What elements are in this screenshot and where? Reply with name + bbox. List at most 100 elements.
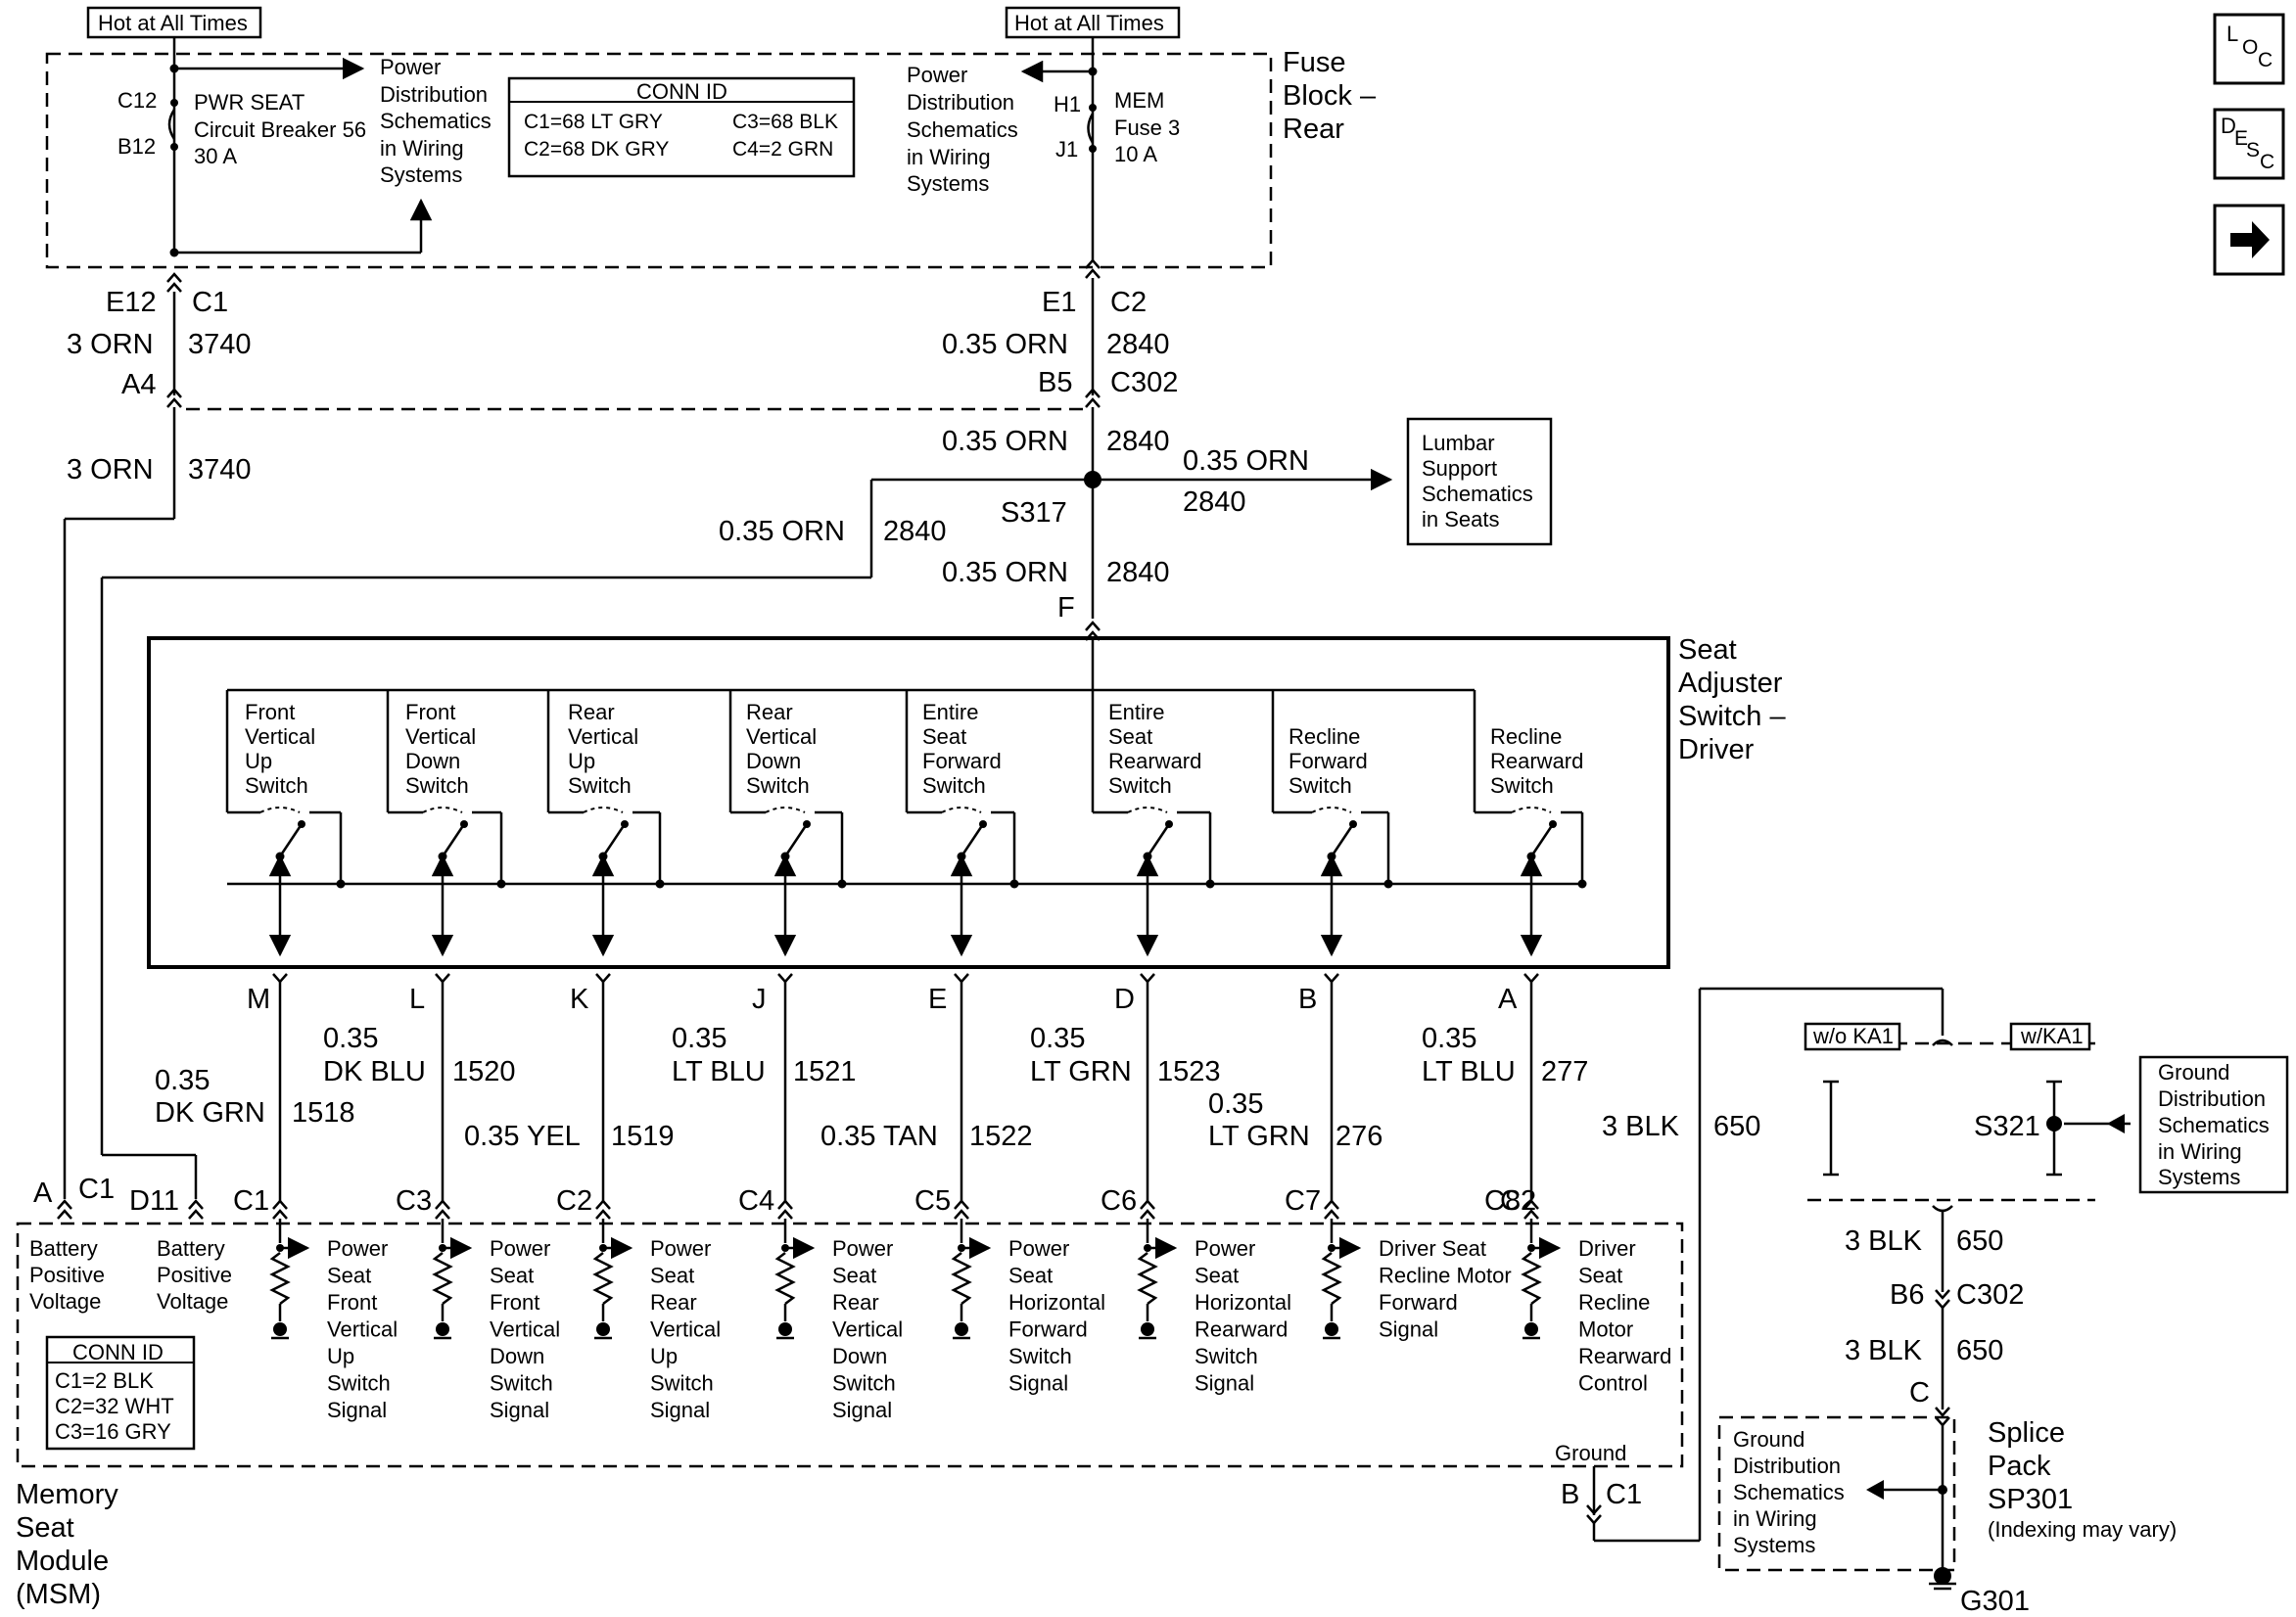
msm-signal-label: Down — [832, 1344, 887, 1368]
msm-input-pin: C7 — [1285, 1185, 1321, 1217]
svg-text:Systems: Systems — [2158, 1165, 2240, 1189]
switch-label-line: Vertical — [746, 724, 817, 749]
msm-signal-label: Recline Motor — [1379, 1264, 1512, 1288]
msm-title-3: Module — [16, 1546, 109, 1577]
msm-signal-label: Rearward — [1195, 1317, 1288, 1342]
splice-s321 — [2046, 1116, 2062, 1132]
msm-signal-label: Signal — [650, 1398, 710, 1422]
svg-text:C: C — [2258, 49, 2273, 71]
msm-signal-label: Rearward — [1578, 1344, 1671, 1368]
conn-b6: B6 — [1890, 1279, 1924, 1311]
ground-dist-link-2[interactable]: Ground Distribution Schematics in Wiring… — [1733, 1427, 1845, 1557]
svg-text:Schematics: Schematics — [380, 109, 492, 133]
switch-label-line: Entire — [922, 700, 978, 724]
switch-title-1: Seat — [1678, 634, 1737, 666]
msm-signal-label: Power — [832, 1236, 893, 1261]
power-dist-right[interactable]: Power Distribution Schematics in Wiring … — [907, 63, 1018, 196]
msm-signal-label: Seat — [650, 1264, 694, 1288]
msm-signal-label: Vertical — [327, 1317, 398, 1342]
svg-text:Power: Power — [380, 55, 441, 79]
ground-dist-link-1[interactable]: Ground Distribution Schematics in Wiring… — [2138, 1055, 2289, 1194]
svg-text:O: O — [2242, 36, 2258, 59]
ground-pin-b: B — [1561, 1479, 1579, 1510]
svg-text:L: L — [2226, 22, 2238, 46]
msm-signal-label: Signal — [832, 1398, 892, 1422]
msm-input-pin: C3 — [396, 1185, 432, 1217]
wire-650-num-3: 650 — [1956, 1335, 2003, 1366]
ground-g301-label: G301 — [1960, 1586, 2030, 1617]
seat-adjuster-switch: Seat Adjuster Switch – Driver — [147, 634, 1786, 969]
msm-title-1: Memory — [16, 1479, 118, 1510]
splice-pack-title-1: Splice — [1988, 1417, 2065, 1449]
msm-signal-label: Driver Seat — [1379, 1236, 1486, 1261]
wire-2840-branch-num: 2840 — [883, 516, 947, 547]
circuit-276-color: LT GRN — [1208, 1121, 1310, 1152]
switch-label-line: Vertical — [568, 724, 638, 749]
splice-pack-title-2: Pack — [1988, 1451, 2051, 1482]
msm-outline — [16, 1222, 1684, 1468]
loc-button[interactable]: L O C — [2213, 13, 2285, 85]
breaker-pin-b12: B12 — [117, 134, 156, 159]
svg-text:in Wiring: in Wiring — [380, 136, 464, 161]
fuse-symbol — [1087, 113, 1095, 144]
switch-title-4: Driver — [1678, 734, 1755, 765]
switch-label-line: Forward — [1289, 749, 1368, 773]
switch-label-line: Rearward — [1108, 749, 1201, 773]
msm-input-pin: C2 — [556, 1185, 592, 1217]
switch-label-line: Up — [245, 749, 272, 773]
svg-text:Schematics: Schematics — [1422, 482, 1533, 506]
switch-pin-f: F — [1057, 592, 1075, 624]
svg-text:Distribution: Distribution — [380, 82, 488, 107]
msm-input-pin: C5 — [914, 1185, 951, 1217]
pullup-resistor-icon — [1137, 1252, 1158, 1305]
msm-signal-label: Control — [1578, 1371, 1648, 1396]
ground-icon — [1524, 1322, 1538, 1336]
msm-signal-label: Vertical — [490, 1317, 560, 1342]
msm-signal-label: Signal — [490, 1398, 549, 1422]
desc-button[interactable]: D E S C — [2213, 108, 2285, 180]
fuse-pin-j1: J1 — [1055, 137, 1078, 162]
svg-text:Battery: Battery — [157, 1236, 225, 1261]
svg-text:in Wiring: in Wiring — [1733, 1506, 1817, 1531]
breaker-pin-c12: C12 — [117, 88, 157, 113]
circuit-1522-num: 1522 — [969, 1121, 1033, 1152]
switch-title-2: Adjuster — [1678, 668, 1783, 699]
conn-c302-top: C302 — [1110, 367, 1178, 398]
svg-text:Systems: Systems — [380, 162, 462, 187]
msm-signal-label: Switch — [832, 1371, 896, 1396]
msm-signal-label: Signal — [1195, 1371, 1254, 1396]
msm-signal-label: Motor — [1578, 1317, 1633, 1342]
circuit-1519-gauge: 0.35 YEL — [464, 1121, 581, 1152]
msm-input-pin: C8 — [1484, 1185, 1521, 1217]
lumbar-support-link[interactable]: Lumbar Support Schematics in Seats — [1406, 417, 1553, 546]
circuit-1520-color: DK BLU — [323, 1056, 426, 1087]
splice-pack-title-3: SP301 — [1988, 1484, 2073, 1515]
msm-signal-label: Driver — [1578, 1236, 1636, 1261]
msm-signal-label: Seat — [1008, 1264, 1053, 1288]
pullup-resistor-icon — [1521, 1252, 1542, 1305]
svg-text:Lumbar: Lumbar — [1422, 431, 1495, 455]
msm-signal-label: Front — [327, 1290, 377, 1315]
pullup-resistor-icon — [951, 1252, 972, 1305]
wire-2840-num-3: 2840 — [1106, 557, 1170, 588]
msm-signal-label: Seat — [1195, 1264, 1239, 1288]
msm-signal-label: Rear — [650, 1290, 697, 1315]
circuit-1518-num: 1518 — [292, 1097, 355, 1129]
msm-signal-label: Switch — [1008, 1344, 1072, 1368]
pullup-resistor-icon — [592, 1252, 614, 1305]
power-dist-left[interactable]: Power Distribution Schematics in Wiring … — [380, 55, 492, 187]
switch-label-line: Up — [568, 749, 595, 773]
splice-pack-indexing: (Indexing may vary) — [1988, 1517, 2177, 1542]
svg-text:Distribution: Distribution — [1733, 1454, 1841, 1478]
msm-signal-label: Switch — [327, 1371, 391, 1396]
circuit-1519-num: 1519 — [611, 1121, 675, 1152]
pullup-resistor-icon — [774, 1252, 796, 1305]
svg-text:C2=32 WHT: C2=32 WHT — [55, 1394, 174, 1418]
svg-text:Systems: Systems — [1733, 1533, 1815, 1557]
pin-a4: A4 — [121, 369, 156, 400]
switch-title-3: Switch – — [1678, 701, 1786, 732]
circuit-labels: 0.35 DK GRN 1518 0.35 DK BLU 1520 0.35 Y… — [155, 1023, 1588, 1152]
svg-text:Positive: Positive — [157, 1263, 232, 1287]
circuit-1521-num: 1521 — [793, 1056, 857, 1087]
next-page-button[interactable] — [2213, 204, 2285, 276]
